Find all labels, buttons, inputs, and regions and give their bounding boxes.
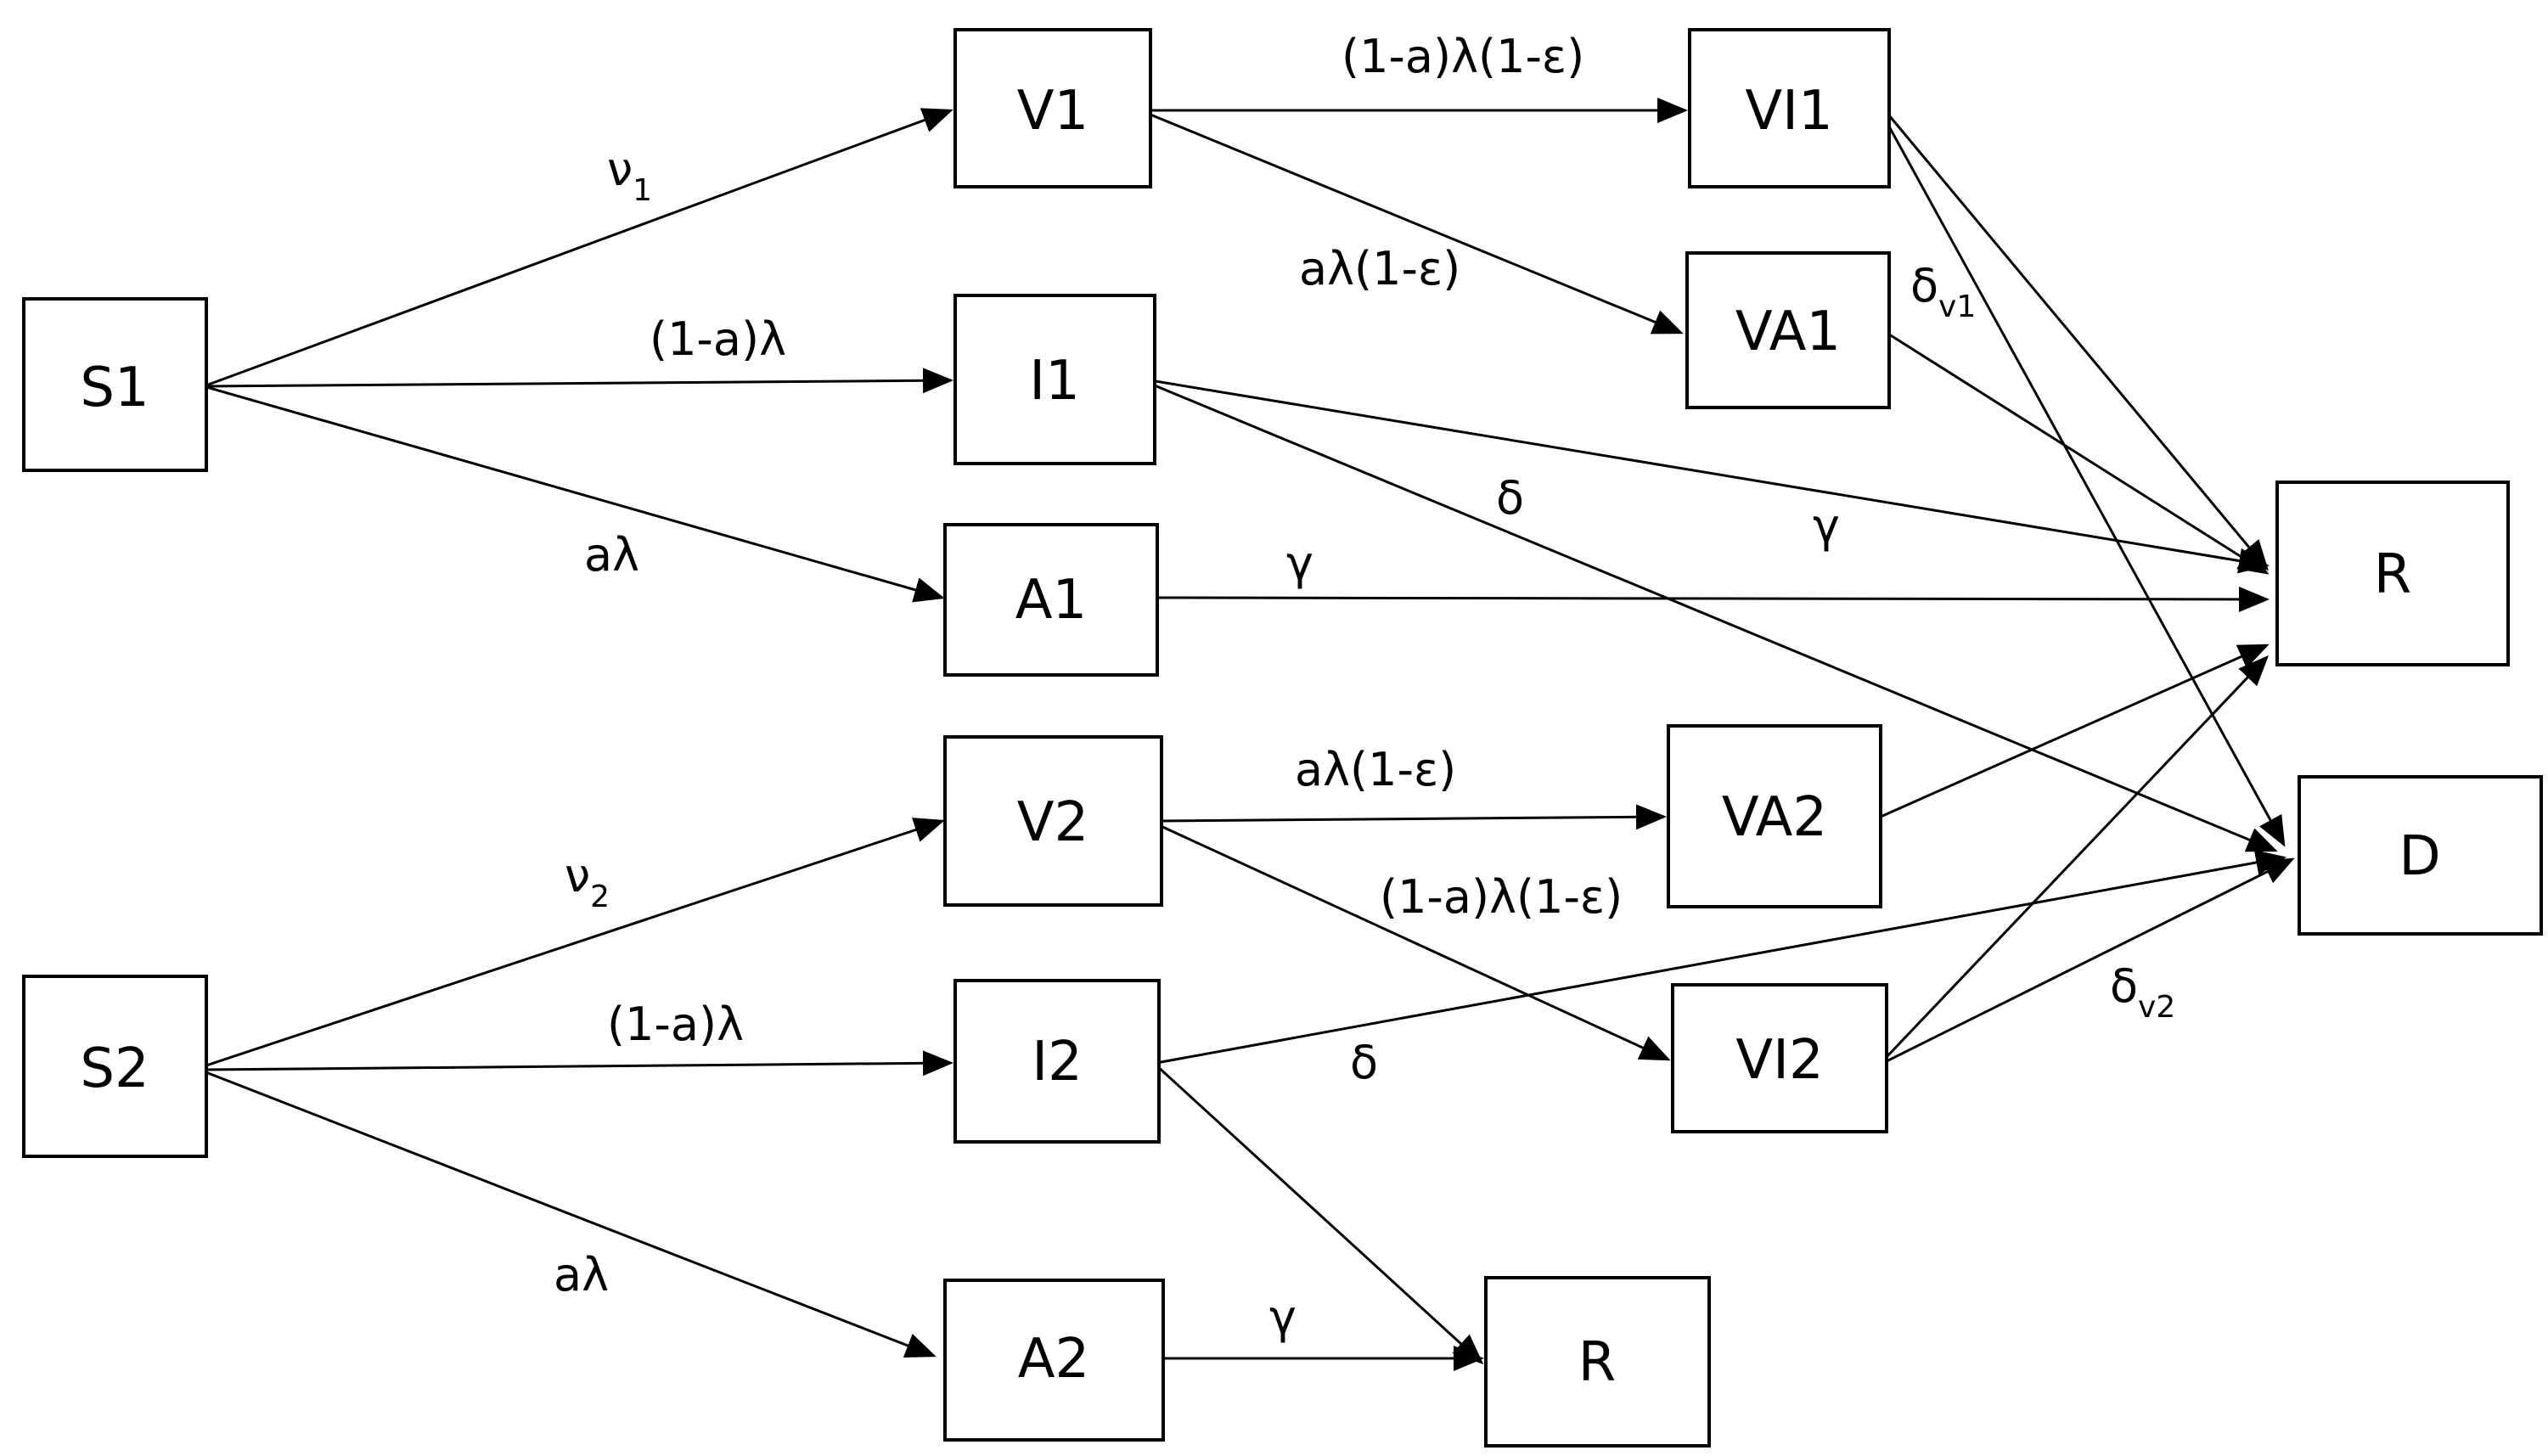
edge-va2-r	[1880, 644, 2270, 818]
label-delta-v2: δv2	[2110, 959, 2175, 1025]
node-s1: S1	[22, 297, 208, 472]
edge-s1-v1	[203, 108, 953, 388]
node-vi2-label: VI2	[1735, 1029, 1823, 1092]
node-a1: A1	[943, 523, 1159, 677]
node-r-label: R	[2374, 543, 2411, 606]
node-r: R	[2275, 481, 2510, 666]
edges	[203, 98, 2295, 1371]
node-v1-label: V1	[1017, 80, 1089, 143]
label-nu2: ν2	[565, 849, 610, 914]
node-v2: V2	[943, 735, 1163, 907]
node-vi2: VI2	[1671, 983, 1888, 1133]
nodes: S1 V1 I1 A1 VI1 VA1 R D	[22, 28, 2543, 1448]
label-v1-vi1: (1-a)λ(1-ε)	[1341, 30, 1584, 83]
label-i1-r: γ	[1813, 499, 1840, 553]
edge-v1-va1	[1150, 113, 1684, 334]
edge-a1-r	[1154, 586, 2270, 612]
edge-s2-v2	[203, 818, 945, 1068]
node-vi1-label: VI1	[1745, 80, 1832, 143]
node-s1-label: S1	[80, 357, 149, 419]
label-v1-va1: aλ(1-ε)	[1299, 242, 1460, 295]
label-i1-d: δ	[1496, 471, 1524, 525]
label-s1-i1: (1-a)λ	[650, 312, 786, 366]
edge-i1-r	[1150, 379, 2270, 574]
node-d-label: D	[2399, 825, 2440, 888]
edge-i2-d	[1156, 850, 2286, 1065]
edge-vi2-d	[1886, 857, 2295, 1063]
node-va1: VA1	[1685, 251, 1891, 409]
node-i2-label: I2	[1032, 1031, 1083, 1093]
label-delta-v1: δv1	[1910, 259, 1976, 324]
node-s2-label: S2	[80, 1037, 149, 1100]
edge-i2-r2	[1155, 1064, 1484, 1365]
label-v2-vi2: (1-a)λ(1-ε)	[1380, 870, 1623, 924]
label-nu1: ν1	[607, 143, 652, 208]
node-i1: I1	[953, 294, 1156, 465]
node-v1: V1	[953, 28, 1152, 188]
node-d: D	[2298, 775, 2543, 936]
edge-vi1-r	[1883, 110, 2269, 571]
label-a1-r: γ	[1286, 537, 1313, 590]
label-a2-r2: γ	[1269, 1290, 1296, 1344]
label-s1-a1: aλ	[584, 528, 639, 582]
label-s2-a2: aλ	[554, 1248, 609, 1301]
edge-v2-vi2	[1158, 824, 1671, 1061]
edge-labels: ν1 (1-a)λ aλ (1-a)λ(1-ε) aλ(1-ε) δv1 δ γ…	[554, 30, 2175, 1344]
edge-s2-a2	[203, 1070, 937, 1358]
label-s2-i2: (1-a)λ	[607, 998, 744, 1051]
node-i1-label: I1	[1029, 350, 1080, 413]
node-v2-label: V2	[1017, 791, 1089, 854]
node-r2-label: R	[1578, 1331, 1616, 1394]
label-i2-d: δ	[1350, 1036, 1378, 1089]
node-a2: A2	[943, 1279, 1165, 1442]
edge-vi1-d	[1883, 118, 2286, 847]
edge-v2-va2	[1158, 804, 1667, 830]
edge-s1-a1	[203, 385, 945, 603]
edge-i1-d	[1150, 382, 2278, 852]
edge-va1-r	[1886, 331, 2270, 575]
edge-s2-i2	[203, 1050, 953, 1077]
node-r2: R	[1484, 1276, 1711, 1448]
node-va1-label: VA1	[1735, 301, 1841, 363]
node-va2-label: VA2	[1722, 786, 1827, 849]
node-s2: S2	[22, 975, 208, 1158]
node-va2: VA2	[1667, 724, 1882, 908]
node-i2: I2	[953, 979, 1161, 1144]
node-a1-label: A1	[1015, 569, 1088, 632]
edge-s1-i1	[203, 368, 953, 394]
node-vi1: VI1	[1688, 28, 1891, 188]
label-v2-va2: aλ(1-ε)	[1295, 743, 1456, 796]
edge-vi2-r	[1885, 655, 2270, 1059]
node-a2-label: A2	[1018, 1328, 1090, 1391]
